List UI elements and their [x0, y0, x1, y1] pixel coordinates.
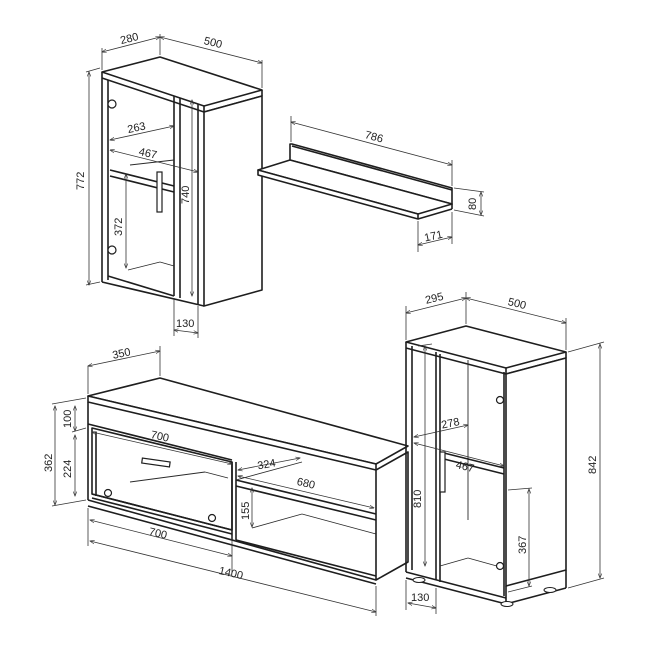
dim-tv-open-height: 155 [240, 502, 252, 520]
dim-wall-cabinet-depth: 280 [119, 31, 140, 47]
dim-wall-cabinet-width: 500 [203, 35, 224, 51]
hinge-icon [107, 99, 117, 109]
dim-wall-cabinet-inner-height: 740 [180, 186, 192, 204]
dim-tv-total-height: 362 [43, 454, 55, 472]
wall-shelf: 786 80 171 [257, 116, 485, 252]
dim-wall-cabinet-inner-width: 467 [138, 146, 158, 162]
hinge-icon [495, 561, 505, 571]
dim-shelf-height: 80 [467, 198, 479, 210]
dim-tv-flap-height: 224 [62, 460, 74, 478]
hinge-icon [103, 488, 113, 498]
dim-tv-shelf-depth: 324 [257, 457, 277, 472]
dim-tall-door-offset: 130 [411, 592, 429, 604]
dim-tv-depth: 350 [111, 346, 131, 362]
hinge-icon [207, 513, 217, 523]
handle-icon [439, 451, 446, 493]
dim-tv-flap-width-inner: 700 [150, 429, 170, 445]
tv-stand: 350 362 100 224 700 324 680 155 700 1400 [43, 346, 409, 616]
dim-wall-cabinet-height: 772 [75, 172, 87, 190]
dim-shelf-depth: 171 [423, 229, 443, 245]
dim-tall-depth: 295 [424, 291, 445, 307]
dim-tv-shelf-width: 680 [296, 476, 317, 492]
dim-tall-inner-width: 467 [455, 459, 476, 475]
dim-tall-height: 842 [587, 456, 599, 474]
dim-tv-total-width: 1400 [218, 565, 245, 582]
dim-wall-cabinet-shelf-depth: 263 [126, 120, 146, 136]
dim-tv-flap-width-outer: 700 [148, 526, 169, 542]
tall-cabinet: 295 500 842 810 278 467 367 130 [406, 291, 605, 614]
dim-tall-inner-height: 810 [412, 490, 424, 508]
dim-tv-top-rail: 100 [62, 410, 74, 428]
hinge-icon [107, 245, 117, 255]
dim-tall-lower-height: 367 [517, 536, 529, 554]
hinge-icon [495, 395, 505, 405]
dim-wall-cabinet-door-offset: 130 [176, 318, 194, 330]
handle-icon [156, 171, 163, 213]
dim-shelf-length: 786 [363, 129, 384, 145]
dim-tall-width: 500 [507, 296, 528, 312]
wall-cabinet: 280 500 772 263 467 740 372 130 [75, 31, 262, 338]
dim-tall-shelf-depth: 278 [440, 416, 460, 432]
dim-wall-cabinet-lower-height: 372 [113, 218, 125, 236]
